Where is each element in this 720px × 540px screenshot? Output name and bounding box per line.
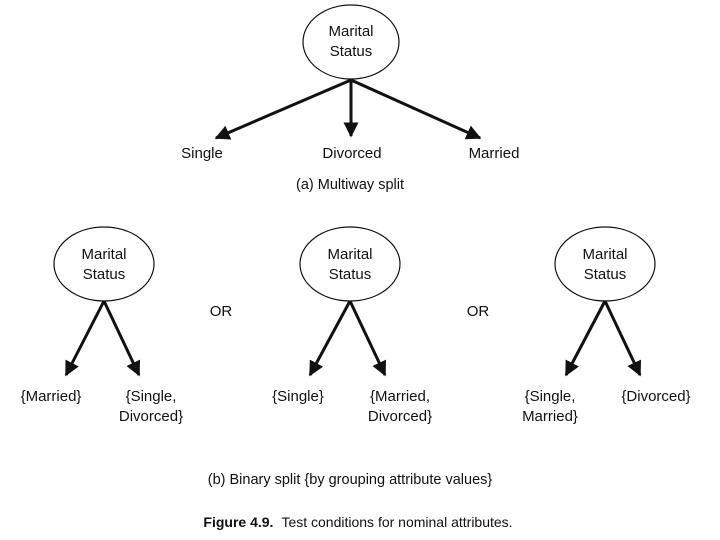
leaf-married: Married bbox=[469, 145, 520, 162]
multiway-caption: (a) Multiway split bbox=[296, 177, 404, 193]
marital-status-node bbox=[302, 4, 400, 80]
multiway-split-tree: Marital Status Single Divorced Married (… bbox=[181, 4, 520, 193]
branch-arrow-left bbox=[308, 300, 352, 377]
leaf-right-line1: {Single, bbox=[126, 388, 177, 405]
leaf-single: Single bbox=[181, 145, 223, 162]
node-label-line2: Status bbox=[330, 43, 373, 60]
branch-arrow-married bbox=[350, 78, 482, 140]
node-label-line1: Marital bbox=[327, 246, 372, 263]
leaf-left-line1: {Single, bbox=[525, 388, 576, 405]
binary-split-tree-1: Marital Status {Married} {Single, Divorc… bbox=[21, 226, 183, 425]
marital-status-node bbox=[53, 226, 155, 302]
binary-caption: (b) Binary split {by grouping attribute … bbox=[208, 472, 493, 488]
leaf-right-line1: {Married, bbox=[370, 388, 430, 405]
branch-arrow-left bbox=[64, 300, 106, 377]
leaf-right-line2: Divorced} bbox=[119, 408, 183, 425]
leaf-left-line1: {Married} bbox=[21, 388, 82, 405]
figure-label: Figure 4.9. bbox=[203, 514, 273, 530]
node-label-line2: Status bbox=[329, 266, 372, 283]
leaf-right-line2: Divorced} bbox=[368, 408, 432, 425]
leaf-left-line2: Married} bbox=[522, 408, 578, 425]
binary-split-tree-3: Marital Status {Single, Married} {Divorc… bbox=[522, 226, 691, 425]
marital-status-node bbox=[554, 226, 656, 302]
leaf-divorced: Divorced bbox=[322, 145, 381, 162]
node-label-line1: Marital bbox=[328, 23, 373, 40]
or-separator-2: OR bbox=[467, 303, 490, 320]
node-label-line2: Status bbox=[83, 266, 126, 283]
leaf-right-line1: {Divorced} bbox=[621, 388, 690, 405]
or-separator-1: OR bbox=[210, 303, 233, 320]
figure-caption-text: Test conditions for nominal attributes. bbox=[281, 514, 512, 530]
node-label-line2: Status bbox=[584, 266, 627, 283]
leaf-left-line1: {Single} bbox=[272, 388, 324, 405]
branch-arrow-single bbox=[214, 78, 352, 140]
binary-split-tree-2: Marital Status {Single} {Married, Divorc… bbox=[272, 226, 432, 425]
branch-arrow-right bbox=[102, 300, 141, 377]
branch-arrow-right bbox=[603, 300, 642, 377]
branch-arrow-left bbox=[564, 300, 607, 377]
marital-status-node bbox=[299, 226, 401, 302]
node-label-line1: Marital bbox=[81, 246, 126, 263]
figure-caption: Figure 4.9. Test conditions for nominal a… bbox=[203, 514, 512, 530]
node-label-line1: Marital bbox=[582, 246, 627, 263]
branch-arrow-right bbox=[348, 300, 387, 377]
